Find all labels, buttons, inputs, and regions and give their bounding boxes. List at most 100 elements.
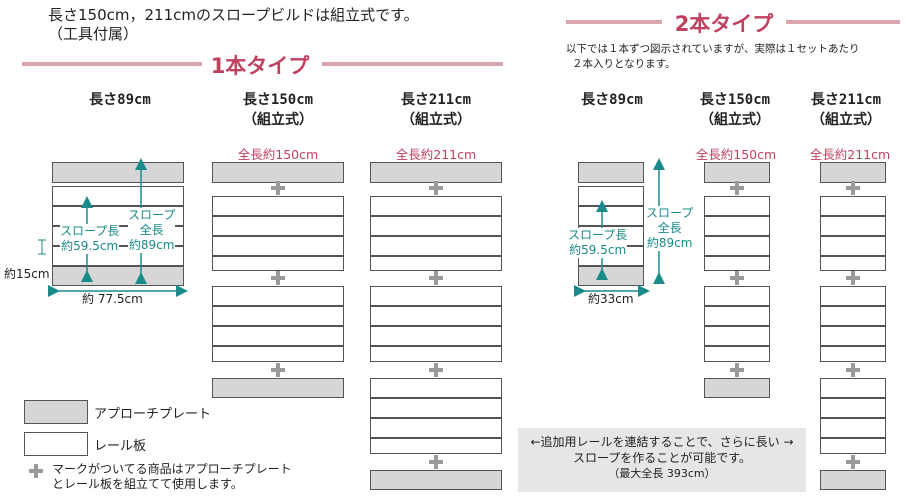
single-col3-length: 長さ211cm <box>400 92 472 108</box>
slope-length-value: 約59.5cm <box>569 243 627 257</box>
single-type-title: 1本タイプ <box>210 54 310 78</box>
plus-icon <box>730 181 744 195</box>
plus-icon <box>730 363 744 377</box>
rail-board <box>820 306 886 326</box>
rail-board <box>212 256 344 271</box>
rail-board <box>704 286 770 306</box>
slope-label: スロープ <box>128 208 176 222</box>
double-type-title: 2本タイプ <box>674 12 774 36</box>
rail-board <box>820 326 886 346</box>
plus-icon <box>730 271 744 285</box>
rail-board <box>578 186 644 206</box>
double-col3-header: 長さ211cm （組立式） <box>786 90 906 130</box>
plus-icon <box>271 181 285 195</box>
rail-board <box>820 438 886 454</box>
full-length-value: 約89cm <box>128 238 175 252</box>
single-col3-header: 長さ211cm （組立式） <box>376 90 496 130</box>
assembly-note: 長さ150cm，211cmのスロープビルドは組立式です。 （工具付属） <box>48 6 419 44</box>
assembly-note-line2: （工具付属） <box>48 25 139 43</box>
approach-plate <box>212 378 344 398</box>
rail-board <box>820 398 886 418</box>
rail-board <box>212 306 344 326</box>
rail-board <box>820 286 886 306</box>
rail-board <box>704 346 770 362</box>
extension-info-line3: （最大全長 393cm） <box>608 467 716 480</box>
plus-icon <box>271 363 285 377</box>
double-note-line1: 以下では１本ずつ図示されていますが、実際は１セットあたり <box>566 43 860 55</box>
full-length-value: 約89cm <box>646 236 693 250</box>
rail-board <box>212 326 344 346</box>
rail-board <box>820 378 886 398</box>
single-height-label: 約15cm <box>4 267 50 282</box>
rail-board <box>370 326 502 346</box>
rail-board <box>820 256 886 271</box>
legend-rail-swatch <box>24 432 88 456</box>
rail-board <box>370 438 502 454</box>
single-col2-header: 長さ150cm （組立式） <box>218 90 338 130</box>
assembly-note-line1: 長さ150cm，211cmのスロープビルドは組立式です。 <box>48 6 419 24</box>
legend-plate-label: アプローチプレート <box>94 407 212 422</box>
approach-plate <box>820 162 886 183</box>
rail-board <box>704 256 770 271</box>
rail-board <box>704 306 770 326</box>
slope-length-label: スロープ長 <box>568 228 628 242</box>
rail-board <box>212 236 344 256</box>
rail-board <box>212 196 344 216</box>
slope-label: スロープ <box>646 206 694 220</box>
rail-board <box>820 418 886 438</box>
extension-info-line1: ←追加用レールを連結することで、さらに長い → <box>530 435 794 449</box>
plus-icon <box>429 181 443 195</box>
double-slope-length-label: スロープ長 約59.5cm <box>568 228 628 258</box>
double-col3-assembly: （組立式） <box>811 112 881 128</box>
plus-icon <box>429 455 443 469</box>
plus-icon <box>429 271 443 285</box>
title-rule-right-2 <box>786 20 900 24</box>
title-rule-left-2 <box>566 20 662 24</box>
legend-plus-note-line1: マークがついてる商品はアプローチプレート <box>52 462 292 476</box>
rail-board <box>370 346 502 362</box>
rail-board <box>370 418 502 438</box>
full-length-label: 全長 <box>657 221 682 235</box>
rail-board <box>704 326 770 346</box>
plus-icon <box>271 271 285 285</box>
rail-board <box>704 216 770 236</box>
extension-info-text: ←追加用レールを連結することで、さらに長い → スロープを作ることが可能です。 … <box>518 434 806 482</box>
legend-plate-swatch <box>24 400 88 424</box>
legend-plus-note: マークがついてる商品はアプローチプレート とレール板を組立てて使用します。 <box>52 462 292 492</box>
double-col2-length: 長さ150cm <box>699 92 771 108</box>
single-col2-assembly: （組立式） <box>243 112 313 128</box>
approach-plate <box>704 378 770 398</box>
legend-rail-label: レール板 <box>94 439 147 454</box>
single-col2-length: 長さ150cm <box>242 92 314 108</box>
legend-plus-note-line2: とレール板を組立てて使用します。 <box>52 477 243 491</box>
slope-length-label: スロープ長 <box>60 224 120 238</box>
rail-board <box>820 216 886 236</box>
plus-icon <box>429 363 443 377</box>
rail-board <box>820 196 886 216</box>
double-col2-header: 長さ150cm （組立式） <box>670 90 800 130</box>
approach-plate <box>704 162 770 183</box>
single-slope-length-label: スロープ長 約59.5cm <box>60 224 120 254</box>
rail-board <box>212 346 344 362</box>
approach-plate <box>52 162 184 183</box>
single-col1-header: 長さ89cm <box>89 92 151 108</box>
double-col3-length: 長さ211cm <box>810 92 882 108</box>
full-length-label: 全長 <box>139 223 164 237</box>
double-full-length-label: スロープ 全長 約89cm <box>646 206 694 251</box>
rail-board <box>370 306 502 326</box>
rail-board <box>704 236 770 256</box>
plus-icon <box>846 271 860 285</box>
approach-plate <box>578 162 644 183</box>
double-type-note: 以下では１本ずつ図示されていますが、実際は１セットあたり ２本入りとなります。 <box>566 42 859 72</box>
rail-board <box>370 398 502 418</box>
plus-icon <box>29 464 43 478</box>
rail-board <box>820 236 886 256</box>
double-col3-total: 全長約211cm <box>809 147 891 162</box>
extension-info-line2: スロープを作ることが可能です。 <box>572 451 752 465</box>
plus-icon <box>846 455 860 469</box>
plus-icon <box>846 363 860 377</box>
approach-plate <box>212 162 344 183</box>
double-col2-total: 全長約150cm <box>695 147 777 162</box>
rail-board <box>578 206 644 226</box>
double-note-line2: ２本入りとなります。 <box>572 58 676 70</box>
